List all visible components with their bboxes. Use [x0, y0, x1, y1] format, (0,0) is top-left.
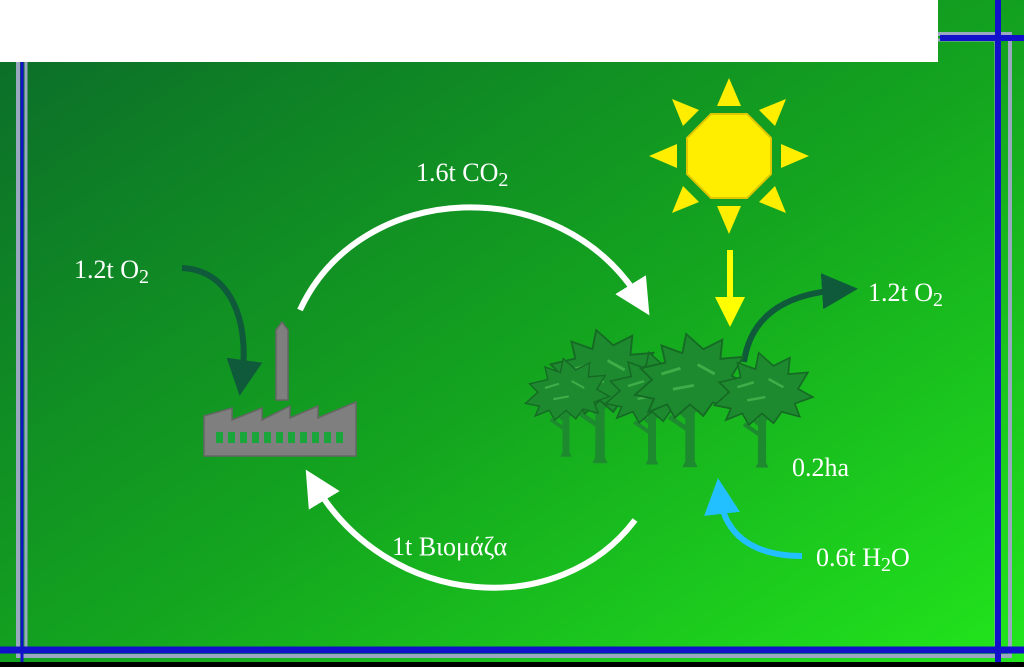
water-label: 0.6t H2O: [816, 543, 910, 576]
o2-output-label: 1.2t O2: [868, 278, 943, 311]
area-label: 0.2ha: [792, 453, 850, 482]
biomass-cycle-arrow: [305, 469, 638, 591]
factory-windows: [216, 432, 343, 443]
co2-label: 1.6t CO2: [416, 158, 509, 191]
o2-input-arrow: [181, 265, 263, 396]
water-arrow: [704, 478, 803, 559]
o2-input-label: 1.2t O2: [74, 255, 149, 288]
factory-icon: [203, 320, 357, 457]
biomass-label: 1t Βιομάζα: [392, 532, 508, 561]
o2-output-arrow: [741, 273, 858, 363]
sun-icon: [649, 78, 809, 234]
co2-cycle-arrow: [297, 204, 650, 316]
top-white-bar: [0, 0, 938, 62]
